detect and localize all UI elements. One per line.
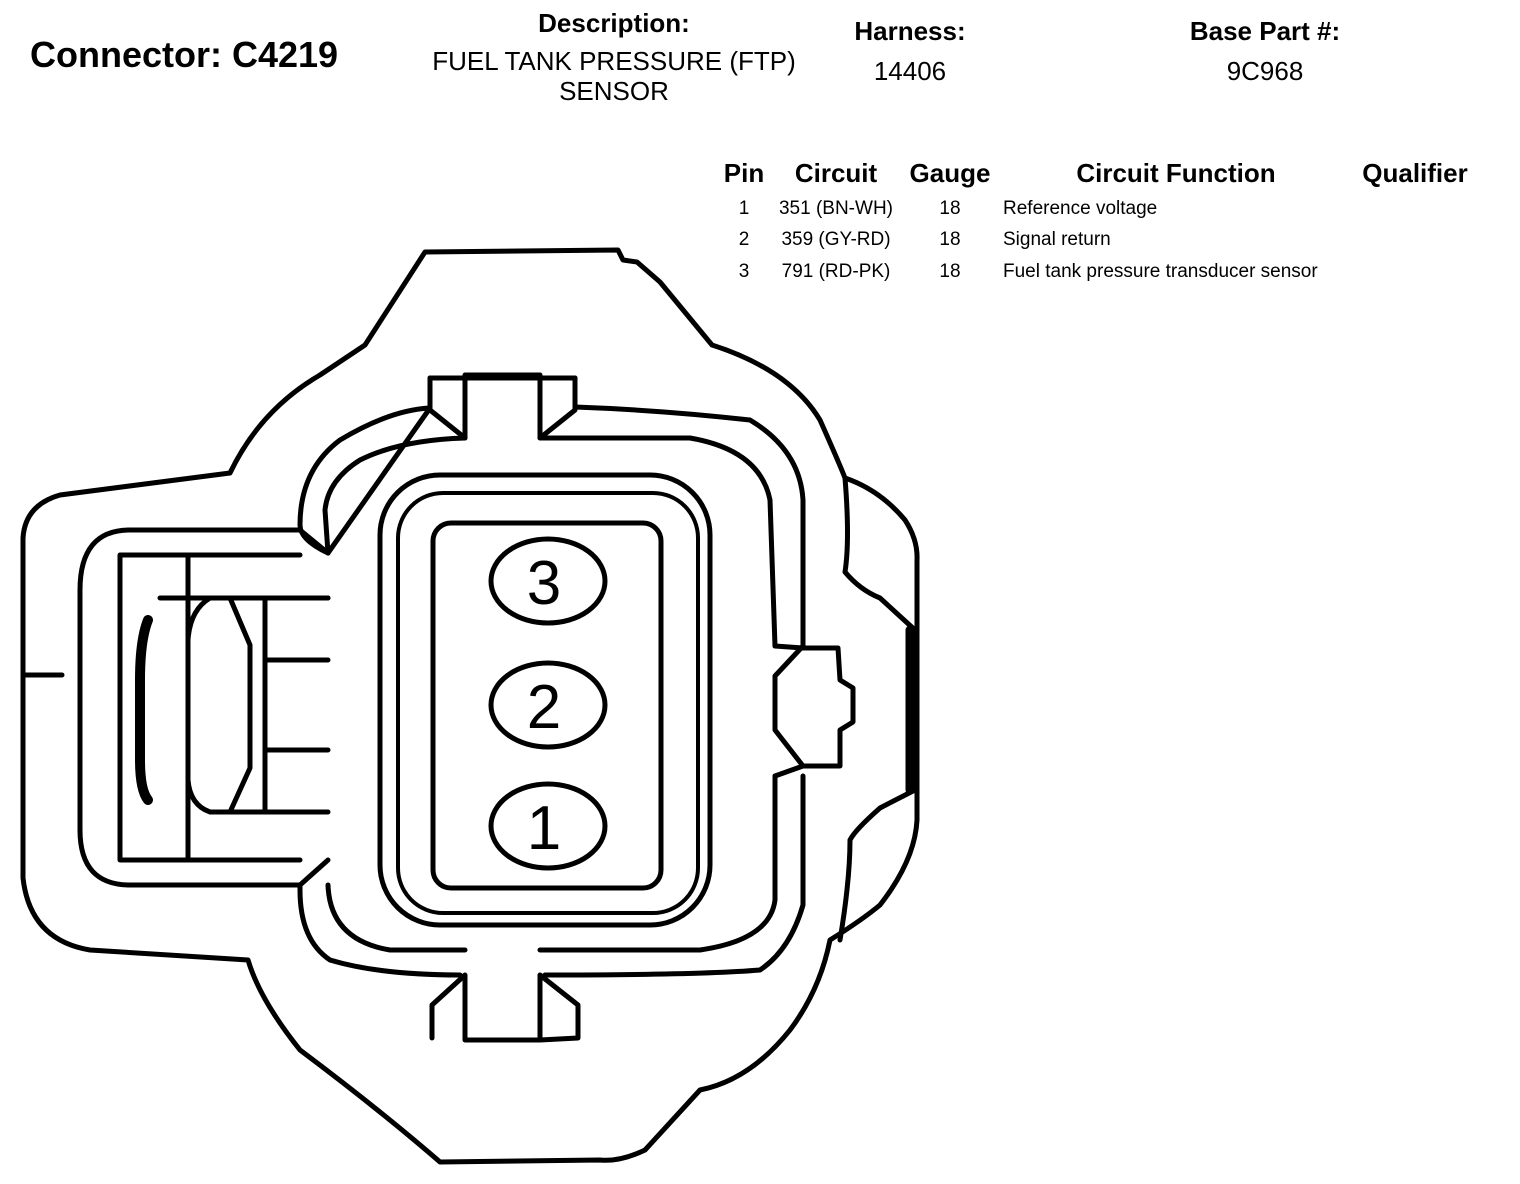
top-key [427,372,578,441]
row-1-pin: 1 [738,198,750,219]
right-latch-upper-curve [842,475,918,633]
column-header-pin: Pin [723,158,765,188]
row-3-gauge: 18 [939,261,961,282]
column-header-qualifier: Qualifier [1362,158,1468,188]
row-3-pin: 3 [738,261,750,282]
left-latch-outer [77,527,331,888]
column-header-gauge: Gauge [909,158,991,188]
description-line-2: SENSOR [559,76,669,106]
harness-value: 14406 [873,56,947,86]
top-key-inner [322,435,778,649]
bottom-key [429,972,581,1043]
column-header-circuit: Circuit [794,158,878,188]
row-1-gauge: 18 [939,198,961,219]
row-1-circuit: 351 (BN-WH) [778,198,893,219]
row-3-circuit: 791 (RD-PK) [781,261,891,282]
bottom-key-inner [325,773,778,953]
column-header-circuit-function: Circuit Function [1076,158,1276,188]
row-2-function: Signal return [1003,229,1111,250]
left-latch-bar [135,615,153,805]
right-tab [772,643,856,779]
description-value: FUEL TANK PRESSURE (FTP) SENSOR [394,46,834,106]
pin-3-label: 3 [527,549,561,618]
pin-3: 3 [488,536,608,626]
pin-1-label: 1 [527,794,561,863]
description-label: Description: [538,8,690,38]
base-part-label: Base Part #: [1189,16,1341,46]
row-1-function: Reference voltage [1003,198,1158,219]
harness-label: Harness: [854,16,966,46]
row-2-circuit: 359 (GY-RD) [781,229,891,250]
pin-cavity-outer [377,472,713,928]
pin-2: 2 [488,660,608,750]
right-latch-lower-curve [837,787,918,943]
description-line-1: FUEL TANK PRESSURE (FTP) [432,46,796,76]
inner-shroud-outline [297,375,806,978]
outer-housing-outline [20,247,920,1165]
base-part-value: 9C968 [1226,56,1304,86]
row-2-gauge: 18 [939,229,961,250]
row-2-pin: 2 [738,229,750,250]
pin-1: 1 [488,781,608,871]
left-latch-ribs [157,595,331,815]
pin-cavity-inner [430,520,664,891]
connector-face-diagram: 3 2 1 [20,247,920,1165]
pin-2-label: 2 [527,673,561,742]
pin-cavity-middle [396,491,700,915]
row-3-function: Fuel tank pressure transducer sensor [1003,261,1318,282]
connector-title: Connector: C4219 [30,34,339,75]
